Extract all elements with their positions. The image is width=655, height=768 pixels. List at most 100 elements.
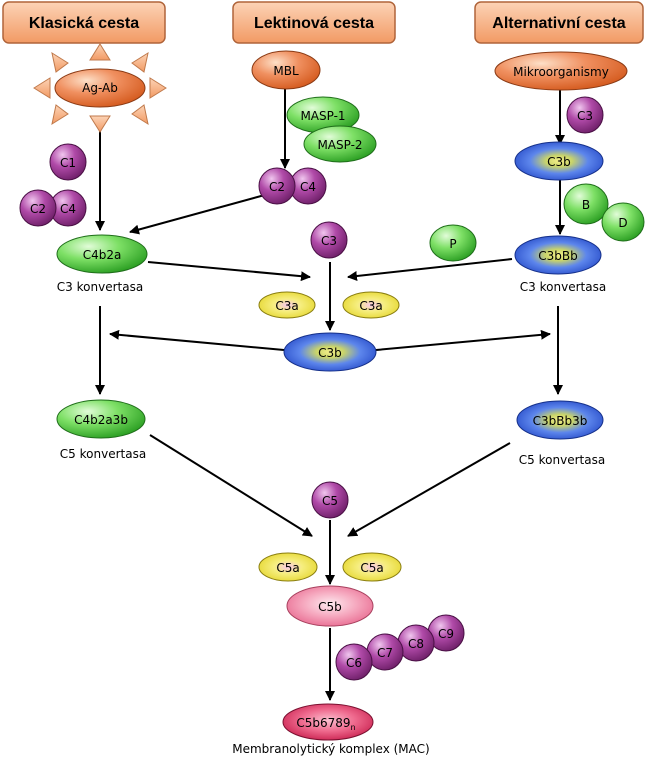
c4b2a3b-node <box>56 399 146 439</box>
c3b-center-group: C3b <box>283 332 377 372</box>
mikroorganismy-node-group: Mikroorganismy <box>494 51 628 91</box>
c3-konvertasa-left-label: C3 konvertasa <box>57 280 143 294</box>
masp1-label: MASP-1 <box>300 109 345 123</box>
c5a-left-label: C5a <box>276 561 299 575</box>
triangle-decoration <box>51 104 69 126</box>
triangle-decoration <box>51 51 69 73</box>
mikroorganismy-label: Mikroorganismy <box>513 65 609 79</box>
triangle-decoration <box>89 43 111 61</box>
c3bbb-label: C3bBb <box>538 249 577 263</box>
c4b2a-node <box>56 234 148 274</box>
mikroorganismy-node <box>494 51 628 91</box>
arrow-c3b-to-right <box>375 329 551 351</box>
arrows <box>95 88 565 701</box>
c2-mid-node <box>258 167 296 205</box>
c3-top-right-node <box>566 96 604 134</box>
c7-label: C7 <box>377 646 393 660</box>
c2-mid-label: C2 <box>269 180 285 194</box>
mac-group: C5b6789n Membranolytický komplex (MAC) <box>232 703 430 756</box>
c4b2a3b-label: C4b2a3b <box>74 413 128 427</box>
c3a-left-label: C3a <box>275 299 298 313</box>
c1-node-group: C1 <box>49 143 87 181</box>
c4b2a3b-group: C4b2a3b C5 konvertasa <box>56 399 146 461</box>
c3bbb-group: C3bBb C3 konvertasa <box>514 235 606 294</box>
c3a-left-node <box>258 291 316 319</box>
c3b-top-right-node <box>514 141 604 181</box>
arrow-c2c4-to-c4b2a <box>129 192 273 235</box>
triangle-decoration <box>33 77 51 99</box>
c5b-label: C5b <box>318 600 342 614</box>
arrow-c3bbb3b-to-c5 <box>347 442 511 537</box>
header-lectin: Lektinová cesta <box>232 1 396 44</box>
c3-top-right-group: C3 <box>566 96 604 134</box>
b-node <box>563 183 609 225</box>
c5b-node <box>286 585 374 627</box>
c2-left-label: C2 <box>30 202 46 216</box>
c1-node <box>49 143 87 181</box>
c3-center-label: C3 <box>321 234 337 248</box>
c9-label: C9 <box>438 627 454 641</box>
masp2-label: MASP-2 <box>317 138 362 152</box>
c3b-center-label: C3b <box>318 346 342 360</box>
c5-konvertasa-left-label: C5 konvertasa <box>60 447 146 461</box>
c4b2a-label: C4b2a <box>83 248 122 262</box>
c5a-right-node <box>342 552 402 582</box>
c3-top-right-label: C3 <box>577 109 593 123</box>
triangle-decoration <box>149 77 167 99</box>
c5-konvertasa-right-label: C5 konvertasa <box>519 453 605 467</box>
header-lectin-text: Lektinová cesta <box>254 15 374 32</box>
c4b2a-group: C4b2a C3 konvertasa <box>56 234 148 294</box>
c5-node <box>311 481 349 519</box>
b-d-group: B D <box>563 183 645 242</box>
mbl-label: MBL <box>273 64 299 78</box>
mac-node-label: C5b6789n <box>296 716 355 732</box>
c5-group: C5 <box>311 481 349 519</box>
c3a-right-node <box>342 291 400 319</box>
mac-node <box>282 703 374 741</box>
p-group: P <box>429 224 477 262</box>
c5-label: C5 <box>322 494 338 508</box>
c3bbb3b-group: C3bBb3b C5 konvertasa <box>516 400 605 467</box>
ag-ab-label: Ag-Ab <box>82 81 118 95</box>
c5a-left-node <box>258 552 318 582</box>
mac-sub-text: n <box>351 723 356 732</box>
arrow-c3bbb-to-c3 <box>347 258 513 281</box>
arrow-c3b-to-left <box>109 329 285 351</box>
c3bbb-node <box>514 235 602 275</box>
mbl-node-group: MBL <box>251 50 321 90</box>
c3-center-group: C3 <box>310 221 348 259</box>
mac-main-text: C5b6789 <box>296 716 350 730</box>
ag-ab-group: Ag-Ab <box>33 43 167 133</box>
c5b-group: C5b <box>286 585 374 627</box>
c3-center-node <box>310 221 348 259</box>
mac-description-label: Membranolytický komplex (MAC) <box>232 742 429 756</box>
c3a-group: C3a C3a <box>258 291 400 319</box>
c6-c9-chain: C9 C8 C7 C6 <box>335 614 465 681</box>
triangle-decoration <box>89 115 111 133</box>
masp2-node <box>303 125 377 163</box>
d-label: D <box>618 216 627 230</box>
c6-label: C6 <box>346 656 362 670</box>
c2-c4-mid-group: C4 C2 <box>258 167 327 205</box>
b-label: B <box>582 198 590 212</box>
d-node <box>601 202 645 242</box>
triangle-decoration <box>131 104 149 126</box>
c3-konvertasa-right-label: C3 konvertasa <box>520 280 606 294</box>
header-classical: Klasická cesta <box>2 1 166 44</box>
ag-ab-node <box>54 68 146 108</box>
c3b-top-right-group: C3b <box>514 141 604 181</box>
c2-left-node <box>19 189 57 227</box>
c2-c4-left-group: C4 C2 <box>19 189 87 227</box>
masp-group: MASP-1 MASP-2 <box>286 96 377 163</box>
header-alternative: Alternativní cesta <box>474 1 644 44</box>
c5a-right-label: C5a <box>360 561 383 575</box>
p-label: P <box>449 237 456 251</box>
c8-label: C8 <box>408 637 424 651</box>
c4-mid-label: C4 <box>300 180 316 194</box>
c4-left-label: C4 <box>60 202 76 216</box>
header-alternative-text: Alternativní cesta <box>492 15 625 32</box>
c1-label: C1 <box>60 156 76 170</box>
p-node <box>429 224 477 262</box>
